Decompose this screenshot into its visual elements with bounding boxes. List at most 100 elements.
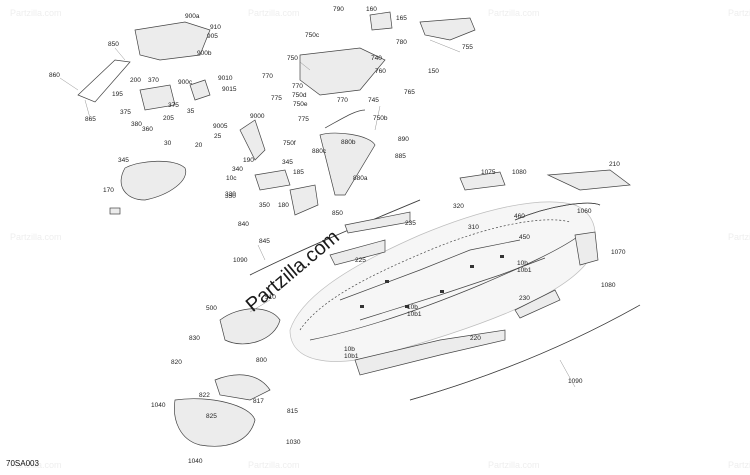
callout-label: 775 bbox=[271, 95, 282, 102]
callout-label: 370 bbox=[148, 77, 159, 84]
callout-label: 815 bbox=[287, 408, 298, 415]
callout-label: 750 bbox=[287, 55, 298, 62]
callout-label: 910 bbox=[210, 24, 221, 31]
callout-label: 9000 bbox=[250, 113, 265, 120]
callout-label: 1040 bbox=[188, 458, 203, 465]
callout-label: 755 bbox=[462, 44, 473, 51]
callout-label: 360 bbox=[142, 126, 153, 133]
callout-label: 740 bbox=[371, 55, 382, 62]
callout-label: 1080 bbox=[512, 169, 527, 176]
callout-label: 765 bbox=[404, 89, 415, 96]
callout-label: 9005 bbox=[213, 123, 228, 130]
callout-label: 10b bbox=[407, 304, 418, 311]
callout-label: 190 bbox=[243, 157, 254, 164]
callout-label: 750b bbox=[373, 115, 388, 122]
callout-label: 165 bbox=[396, 15, 407, 22]
callout-label: 225 bbox=[355, 257, 366, 264]
callout-label: 770 bbox=[337, 97, 348, 104]
callout-label: 900a bbox=[185, 13, 200, 20]
callout-label: 885 bbox=[395, 153, 406, 160]
callout-label: 345 bbox=[118, 157, 129, 164]
callout-label: 880b bbox=[341, 139, 356, 146]
trim-strips bbox=[249, 199, 641, 401]
callout-label: 905 bbox=[207, 33, 218, 40]
callout-label: 900c bbox=[178, 79, 193, 86]
callout-label: 1090 bbox=[233, 257, 248, 264]
callout-label: 780 bbox=[396, 39, 407, 46]
callout-label: 20 bbox=[195, 142, 203, 149]
callout-label: 500 bbox=[206, 305, 217, 312]
callout-label: 865 bbox=[85, 116, 96, 123]
watermark-corner: Partzilla.com bbox=[248, 460, 300, 470]
callout-label: 350 bbox=[225, 193, 236, 200]
watermark-corner: Partzilla.com bbox=[10, 8, 62, 18]
callout-label: 220 bbox=[470, 335, 481, 342]
callout-label: 510 bbox=[265, 294, 276, 301]
callout-label: 845 bbox=[259, 238, 270, 245]
callout-label: 1030 bbox=[286, 439, 301, 446]
watermark-corner: Partzilla.com bbox=[248, 8, 300, 18]
callout-label: 1090 bbox=[568, 378, 583, 385]
callout-label: 9015 bbox=[222, 86, 237, 93]
callout-label: 770 bbox=[262, 73, 273, 80]
callout-label: 9010 bbox=[218, 75, 233, 82]
diagram-code: 70SA003 bbox=[6, 459, 39, 468]
watermark-corner: Partzilla.com bbox=[728, 232, 750, 242]
callout-label: 10c bbox=[226, 175, 237, 182]
callout-label: 205 bbox=[163, 115, 174, 122]
callout-label: 880a bbox=[353, 175, 368, 182]
watermark-corner: Partzilla.com bbox=[488, 8, 540, 18]
callout-label: 375 bbox=[120, 109, 131, 116]
callout-label: 345 bbox=[282, 159, 293, 166]
callout-label: 750d bbox=[292, 92, 307, 99]
callout-label: 380 bbox=[131, 121, 142, 128]
callout-label: 750e bbox=[293, 101, 308, 108]
callout-label: 745 bbox=[368, 97, 379, 104]
callout-label: 340 bbox=[232, 166, 243, 173]
callout-label: 310 bbox=[468, 224, 479, 231]
callout-label: 750f bbox=[283, 140, 296, 147]
callout-label: 180 bbox=[278, 202, 289, 209]
callout-label: 375 bbox=[168, 102, 179, 109]
leader-lines bbox=[59, 39, 576, 388]
callout-label: 10b bbox=[344, 346, 355, 353]
callout-label: 200 bbox=[130, 77, 141, 84]
callout-label: 150 bbox=[428, 68, 439, 75]
callout-label: 230 bbox=[519, 295, 530, 302]
callout-label: 350 bbox=[259, 202, 270, 209]
callout-label: 770 bbox=[292, 83, 303, 90]
callout-label: 10b1 bbox=[517, 267, 532, 274]
callout-label: 820 bbox=[171, 359, 182, 366]
callout-label: 195 bbox=[112, 91, 123, 98]
callout-label: 235 bbox=[405, 220, 416, 227]
callout-label: 817 bbox=[253, 398, 264, 405]
callout-label: 10h bbox=[517, 260, 528, 267]
callout-label: 1070 bbox=[611, 249, 626, 256]
callout-label: 790 bbox=[333, 6, 344, 13]
callout-labels: 790 160 165 900a 910 905 850 900b 750c 7… bbox=[49, 6, 626, 465]
callout-label: 160 bbox=[366, 6, 377, 13]
callout-label: 10b1 bbox=[344, 353, 359, 360]
callout-label: 800 bbox=[256, 357, 267, 364]
nose-parts bbox=[174, 171, 599, 447]
callout-label: 750c bbox=[305, 32, 320, 39]
watermark-corner: Partzilla.com bbox=[728, 460, 750, 470]
callout-label: 860 bbox=[49, 72, 60, 79]
callout-label: 1060 bbox=[577, 208, 592, 215]
callout-label: 210 bbox=[609, 161, 620, 168]
callout-label: 822 bbox=[199, 392, 210, 399]
callout-label: 1040 bbox=[151, 402, 166, 409]
callout-label: 825 bbox=[206, 413, 217, 420]
callout-label: 450 bbox=[519, 234, 530, 241]
callout-label: 850 bbox=[332, 210, 343, 217]
callout-label: 25 bbox=[214, 133, 222, 140]
callout-label: 10b1 bbox=[407, 311, 422, 318]
callout-label: 880c bbox=[312, 148, 327, 155]
callout-label: 185 bbox=[293, 169, 304, 176]
watermark-corner: Partzilla.com bbox=[10, 232, 62, 242]
callout-label: 35 bbox=[187, 108, 195, 115]
callout-label: 30 bbox=[164, 140, 172, 147]
hull-assembly bbox=[289, 201, 596, 362]
callout-label: 460 bbox=[514, 213, 525, 220]
